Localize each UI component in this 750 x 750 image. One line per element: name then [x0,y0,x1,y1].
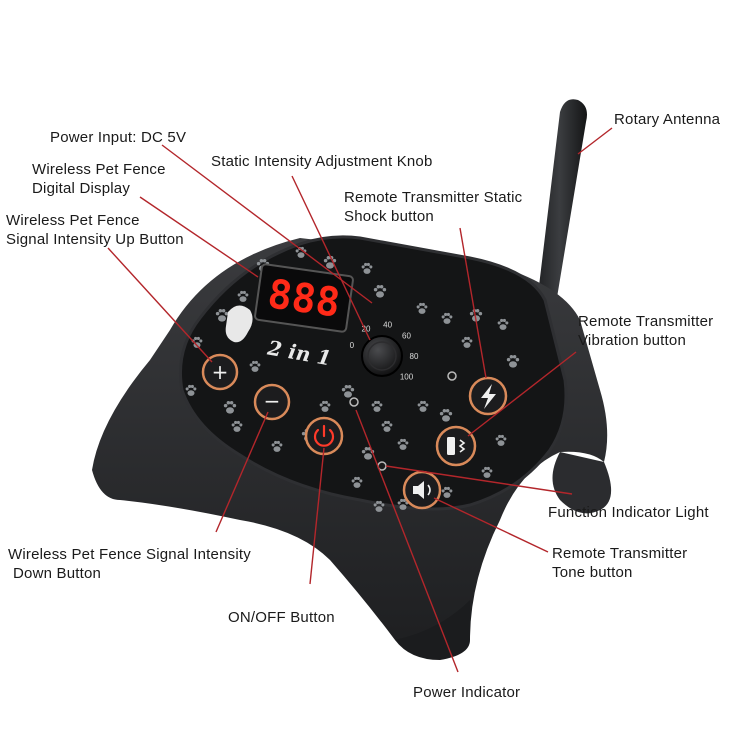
leader-vibration [467,351,577,437]
signal-up-button[interactable]: + [201,353,239,391]
label-vibration: Remote Transmitter Vibration button [578,312,713,350]
vibration-icon [447,437,466,455]
label-power-input: Power Input: DC 5V [50,129,187,146]
speaker-icon [413,481,431,499]
knob-scale-label: 0 [350,341,355,350]
leader-static-shock [459,227,487,379]
label-digital-display: Wireless Pet Fence Digital Display [32,160,166,198]
label-tone: Remote Transmitter Tone button [552,544,687,582]
label-signal-down-line2: Down Button [13,565,102,582]
digital-display: 888 [254,263,354,333]
knob-scale-label: 80 [410,352,419,361]
label-rotary-antenna: Rotary Antenna [614,111,721,128]
knob-scale-label: 40 [383,321,392,330]
label-function-light: Function Indicator Light [548,504,709,521]
lightning-icon [481,384,496,409]
leader-signal-up [107,247,213,363]
power-icon [313,424,335,447]
label-power-indicator: Power Indicator [413,684,521,701]
leader-onoff [309,447,325,585]
label-vibration-line1: Remote Transmitter [578,313,714,330]
label-static-knob: Static Intensity Adjustment Knob [211,153,433,170]
function-indicator-light-upper [447,371,457,381]
label-tone-line2: Tone button [552,564,633,581]
label-onoff: ON/OFF Button [228,609,335,626]
on-off-button[interactable] [304,416,344,456]
tone-button[interactable] [402,470,442,510]
leader-tone [433,497,549,553]
knob-scale-label: 20 [362,324,371,333]
label-static-shock: Remote Transmitter Static Shock button [344,188,522,226]
static-shock-button[interactable] [468,376,508,416]
power-indicator-light [349,397,359,407]
label-static-shock-line2: Shock button [344,208,434,225]
leader-digital-display [139,196,259,278]
label-tone-line1: Remote Transmitter [552,545,688,562]
leader-static-knob [291,175,371,341]
leader-signal-down [215,411,269,533]
label-signal-down-line1: Wireless Pet Fence Signal Intensity [8,546,251,563]
leader-rotary-antenna [577,127,613,155]
label-signal-down: Wireless Pet Fence Signal Intensity Down… [8,545,251,583]
static-intensity-knob[interactable] [361,335,403,377]
leader-power-input [161,144,373,304]
label-static-shock-line1: Remote Transmitter Static [344,189,523,206]
dog-icon [225,305,253,343]
label-digital-display-line2: Digital Display [32,180,131,197]
vibration-button[interactable] [435,425,477,467]
knob-scale: 0 20 40 60 80 100 [350,321,419,382]
label-signal-up-line2: Signal Intensity Up Button [6,231,184,248]
minus-icon: − [264,389,281,413]
label-signal-up-line1: Wireless Pet Fence [6,212,140,229]
display-digits: 888 [265,271,343,327]
leader-function-light [385,465,573,495]
leader-power-indicator [355,409,459,673]
label-vibration-line2: Vibration button [578,332,687,349]
knob-scale-label: 60 [402,331,411,340]
plus-icon: + [212,360,229,384]
leader-lines [107,127,613,673]
label-signal-up: Wireless Pet Fence Signal Intensity Up B… [6,211,184,249]
knob-scale-label: 100 [400,373,414,382]
signal-down-button[interactable]: − [253,383,291,421]
label-digital-display-line1: Wireless Pet Fence [32,161,166,178]
